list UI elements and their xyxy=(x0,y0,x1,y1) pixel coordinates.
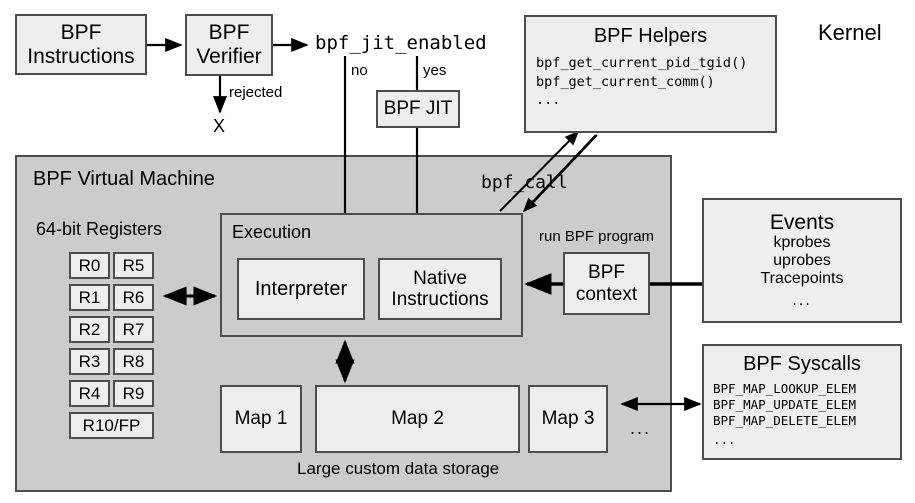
register-r3[interactable]: R3 xyxy=(69,348,110,375)
bpf-syscalls-title: BPF Syscalls xyxy=(743,353,861,375)
interpreter-box[interactable]: Interpreter xyxy=(237,258,365,320)
events-title: Events xyxy=(769,210,835,234)
helper-function-2: bpf_get_current_comm() xyxy=(536,73,715,90)
register-r5[interactable]: R5 xyxy=(113,252,154,279)
bpf-jit-enabled-label: bpf_jit_enabled xyxy=(315,32,487,54)
bpf-verifier-box[interactable]: BPF Verifier xyxy=(185,14,273,76)
events-box[interactable]: Events kprobes uprobes Tracepoints ... xyxy=(702,198,902,323)
execution-title: Execution xyxy=(232,222,312,242)
register-r8[interactable]: R8 xyxy=(113,348,154,375)
syscall-more: ... xyxy=(713,432,736,448)
bpf-verifier-label-2: Verifier xyxy=(196,45,262,68)
bpf-syscalls-box[interactable]: BPF Syscalls BPF_MAP_LOOKUP_ELEM BPF_MAP… xyxy=(702,344,902,460)
bpf-instructions-label-2: Instructions xyxy=(27,44,135,68)
bpf-context-box[interactable]: BPF context xyxy=(563,252,650,315)
native-instructions-label-2: Instructions xyxy=(391,289,489,310)
bpf-context-label-1: BPF xyxy=(588,262,625,284)
run-bpf-program-label: run BPF program xyxy=(539,228,655,245)
native-instructions-label-1: Native xyxy=(413,267,467,289)
bpf-call-label: bpf_call xyxy=(481,172,568,193)
register-r9[interactable]: R9 xyxy=(113,380,154,407)
bpf-instructions-box[interactable]: BPF Instructions xyxy=(15,14,147,75)
register-r7[interactable]: R7 xyxy=(113,316,154,343)
registers-label: 64-bit Registers xyxy=(36,219,163,239)
map-2-label: Map 2 xyxy=(391,408,444,430)
helper-function-1: bpf_get_current_pid_tgid() xyxy=(536,55,748,72)
map-1-label: Map 1 xyxy=(234,408,288,430)
storage-label: Large custom data storage xyxy=(297,459,500,478)
register-r1[interactable]: R1 xyxy=(69,284,110,311)
kernel-label: Kernel xyxy=(818,20,882,45)
bpf-helpers-box[interactable]: BPF Helpers bpf_get_current_pid_tgid() b… xyxy=(524,15,777,133)
syscall-item-1: BPF_MAP_LOOKUP_ELEM xyxy=(713,381,856,397)
register-r6[interactable]: R6 xyxy=(113,284,154,311)
bpf-verifier-label-1: BPF xyxy=(208,21,250,45)
helper-function-3: ... xyxy=(536,91,561,108)
map-1-box[interactable]: Map 1 xyxy=(220,385,302,453)
bpf-jit-box[interactable]: BPF JIT xyxy=(376,90,460,128)
map-2-box[interactable]: Map 2 xyxy=(315,385,520,453)
bpf-instructions-label-1: BPF xyxy=(60,20,102,44)
bpf-jit-label: BPF JIT xyxy=(383,98,453,120)
register-r10-fp[interactable]: R10/FP xyxy=(69,412,154,439)
native-instructions-box[interactable]: Native Instructions xyxy=(378,258,502,320)
register-r0[interactable]: R0 xyxy=(69,252,110,279)
events-item-2: uprobes xyxy=(773,252,831,270)
map-3-box[interactable]: Map 3 xyxy=(528,385,608,453)
bpf-helpers-functions: bpf_get_current_pid_tgid() bpf_get_curre… xyxy=(526,54,775,109)
bpf-syscalls-items: BPF_MAP_LOOKUP_ELEM BPF_MAP_UPDATE_ELEM … xyxy=(704,381,900,448)
register-r4[interactable]: R4 xyxy=(69,380,110,407)
syscall-item-2: BPF_MAP_UPDATE_ELEM xyxy=(713,397,856,413)
bpf-helpers-title: BPF Helpers xyxy=(593,25,708,47)
interpreter-label: Interpreter xyxy=(254,277,348,300)
events-more: ... xyxy=(792,292,812,310)
branch-yes-label: yes xyxy=(423,62,447,79)
vm-title: BPF Virtual Machine xyxy=(33,168,215,190)
events-item-3: Tracepoints xyxy=(760,270,844,288)
register-r2[interactable]: R2 xyxy=(69,316,110,343)
bpf-context-label-2: context xyxy=(575,283,638,305)
maps-more-label: ... xyxy=(630,418,652,438)
rejected-label: rejected xyxy=(229,84,283,101)
syscall-item-3: BPF_MAP_DELETE_ELEM xyxy=(713,413,856,429)
events-item-1: kprobes xyxy=(773,234,831,252)
rejected-x-mark: X xyxy=(213,116,226,136)
branch-no-label: no xyxy=(351,62,368,79)
map-3-label: Map 3 xyxy=(541,408,595,430)
